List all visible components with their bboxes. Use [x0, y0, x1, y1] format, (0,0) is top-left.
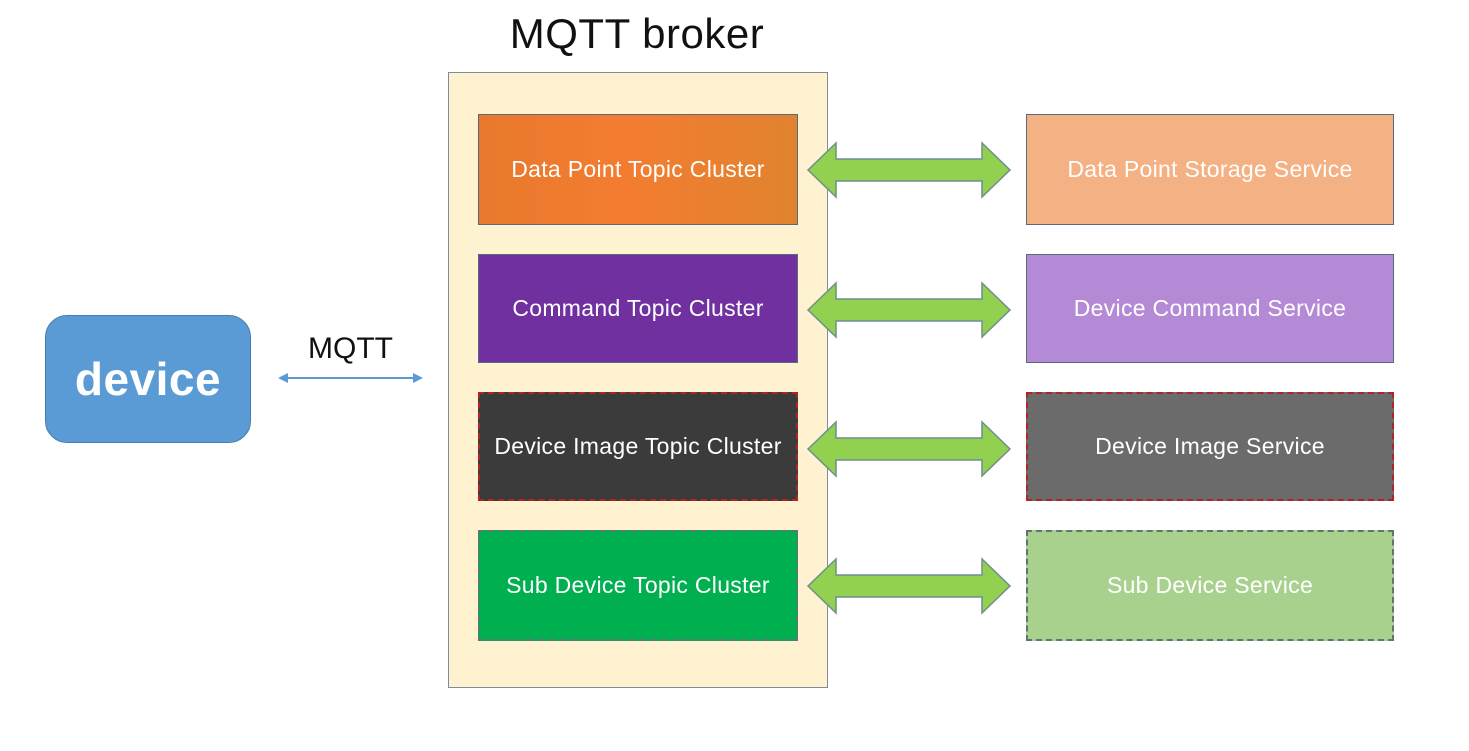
- service-device-image: Device Image Service: [1026, 392, 1394, 501]
- cluster-command: Command Topic Cluster: [478, 254, 798, 363]
- cluster-data-point: Data Point Topic Cluster: [478, 114, 798, 225]
- cluster-service-arrow-1: [806, 141, 1012, 199]
- service-data-point-storage: Data Point Storage Service: [1026, 114, 1394, 225]
- service-device-command: Device Command Service: [1026, 254, 1394, 363]
- service-sub-device: Sub Device Service: [1026, 530, 1394, 641]
- cluster-sub-device: Sub Device Topic Cluster: [478, 530, 798, 641]
- device-node: device: [45, 315, 251, 443]
- cluster-service-arrow-4: [806, 557, 1012, 615]
- cluster-device-image: Device Image Topic Cluster: [478, 392, 798, 501]
- broker-title: MQTT broker: [509, 10, 765, 57]
- cluster-service-arrow-2: [806, 281, 1012, 339]
- cluster-service-arrow-3: [806, 420, 1012, 478]
- mqtt-link-label: MQTT: [308, 332, 393, 365]
